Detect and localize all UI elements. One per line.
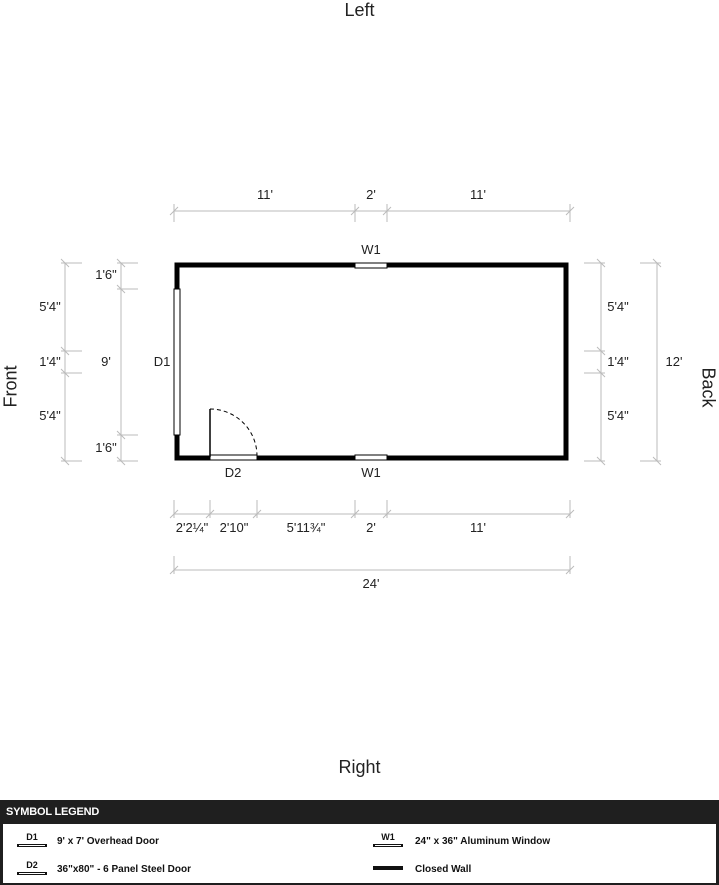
symbol-legend: SYMBOL LEGEND D1 9' x 7' Overhead Door D…	[0, 800, 719, 885]
label-w1-top: W1	[361, 242, 381, 257]
legend-text: Closed Wall	[415, 864, 472, 875]
window-w1-top	[354, 262, 388, 269]
dim-left-inner-0: 1'6"	[95, 267, 117, 282]
dimension-left-inner: 1'6" 9' 1'6"	[95, 258, 138, 466]
floor-plan: W1 W1 D1 D2 11' 2' 11' 2'2¼" 2'10" 5'11¾…	[39, 187, 683, 591]
legend-item-w1: W1 24" x 36" Aluminum Window	[373, 830, 673, 854]
side-label-right: Right	[338, 757, 381, 777]
side-label-left: Left	[344, 0, 375, 20]
dim-top-0: 11'	[257, 187, 273, 202]
dimension-right-inner: 5'4" 1'4" 5'4"	[584, 258, 629, 466]
dim-bottom-total: 24'	[363, 576, 380, 591]
door-symbol-icon	[17, 844, 47, 847]
legend-text: 9' x 7' Overhead Door	[57, 836, 160, 847]
dim-left-outer-2: 5'4"	[39, 408, 61, 423]
door-d2	[209, 454, 258, 461]
legend-symbol-w1: W1	[373, 832, 403, 847]
dim-bottom-2: 5'11¾"	[287, 520, 326, 535]
legend-item-d2: D2 36"x80" - 6 Panel Steel Door	[15, 858, 315, 882]
door-d1	[173, 288, 181, 436]
dim-right-inner-0: 5'4"	[607, 299, 629, 314]
legend-symbol-d2: D2	[17, 860, 47, 875]
legend-item-closed-wall: Closed Wall	[373, 858, 673, 882]
dim-bottom-4: 11'	[470, 520, 486, 535]
dim-top-1: 2'	[366, 187, 376, 202]
dimension-bottom-total: 24'	[169, 556, 575, 591]
dim-bottom-1: 2'10"	[220, 520, 249, 535]
dimension-left-outer: 5'4" 1'4" 5'4"	[39, 258, 82, 466]
door-symbol-icon	[17, 872, 47, 875]
dim-right-total: 12'	[666, 354, 683, 369]
label-d2: D2	[225, 465, 242, 480]
closed-wall-icon	[373, 866, 403, 870]
label-w1-bottom: W1	[361, 465, 381, 480]
label-d1: D1	[154, 354, 171, 369]
window-symbol-icon	[373, 844, 403, 847]
dim-bottom-0: 2'2¼"	[176, 520, 209, 535]
legend-symbol-label: D1	[26, 832, 38, 842]
dimension-right-total: 12'	[640, 258, 683, 466]
dim-top-2: 11'	[470, 187, 486, 202]
legend-text: 24" x 36" Aluminum Window	[415, 836, 551, 847]
dim-right-inner-2: 5'4"	[607, 408, 629, 423]
dim-left-outer-0: 5'4"	[39, 299, 61, 314]
building-walls	[174, 262, 569, 461]
legend-title: SYMBOL LEGEND	[6, 806, 100, 818]
legend-symbol-label: W1	[381, 832, 395, 842]
dim-bottom-3: 2'	[366, 520, 376, 535]
dim-left-outer-1: 1'4"	[39, 354, 61, 369]
dimension-top: 11' 2' 11'	[169, 187, 575, 222]
legend-symbol-label: D2	[26, 860, 38, 870]
legend-body: D1 9' x 7' Overhead Door D2 36"x80" - 6 …	[2, 823, 717, 884]
window-w1-bottom	[354, 454, 388, 461]
legend-item-d1: D1 9' x 7' Overhead Door	[15, 830, 315, 854]
dim-left-inner-2: 1'6"	[95, 440, 117, 455]
dim-left-inner-1: 9'	[101, 354, 111, 369]
dimension-bottom: 2'2¼" 2'10" 5'11¾" 2' 11'	[169, 500, 575, 535]
door-d2-swing	[209, 408, 258, 457]
dim-right-inner-1: 1'4"	[607, 354, 629, 369]
legend-symbol-d1: D1	[17, 832, 47, 847]
legend-text: 36"x80" - 6 Panel Steel Door	[57, 864, 191, 875]
